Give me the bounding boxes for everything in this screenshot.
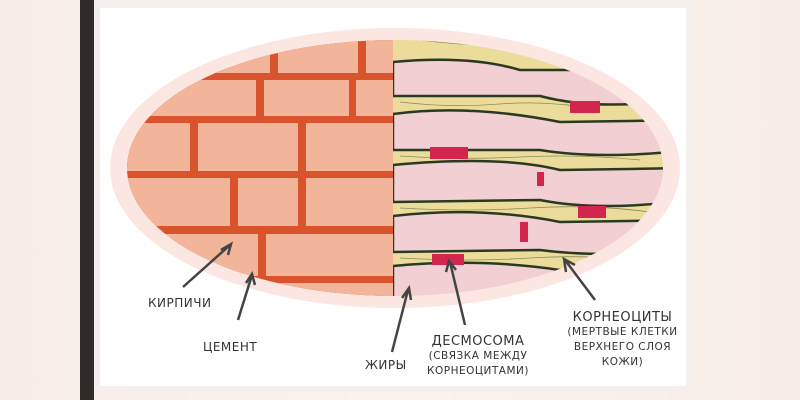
frame-edge — [80, 0, 94, 400]
brick-wall — [127, 40, 393, 296]
label-bricks: КИРПИЧИ — [148, 296, 212, 310]
desmosome-title: ДЕСМОСОМА — [431, 334, 525, 349]
label-cement: ЦЕМЕНТ — [203, 340, 258, 354]
corneocytes-title: КОРНЕОЦИТЫ — [572, 310, 673, 325]
arrows — [182, 241, 596, 353]
corneocytes-note: (МЕРТВЫЕ КЛЕТКИ ВЕРХНЕГО СЛОЯ КОЖИ) — [567, 326, 678, 368]
desmosome-note: (СВЯЗКА МЕЖДУ КОРНЕОЦИТАМИ) — [427, 350, 529, 377]
skin-layers — [393, 40, 663, 296]
desmosomes — [430, 101, 606, 265]
label-lipids: ЖИРЫ — [365, 358, 407, 372]
label-corneocytes: КОРНЕОЦИТЫ (МЕРТВЫЕ КЛЕТКИ ВЕРХНЕГО СЛОЯ… — [560, 310, 685, 370]
label-desmosome: ДЕСМОСОМА (СВЯЗКА МЕЖДУ КОРНЕОЦИТАМИ) — [418, 334, 538, 379]
